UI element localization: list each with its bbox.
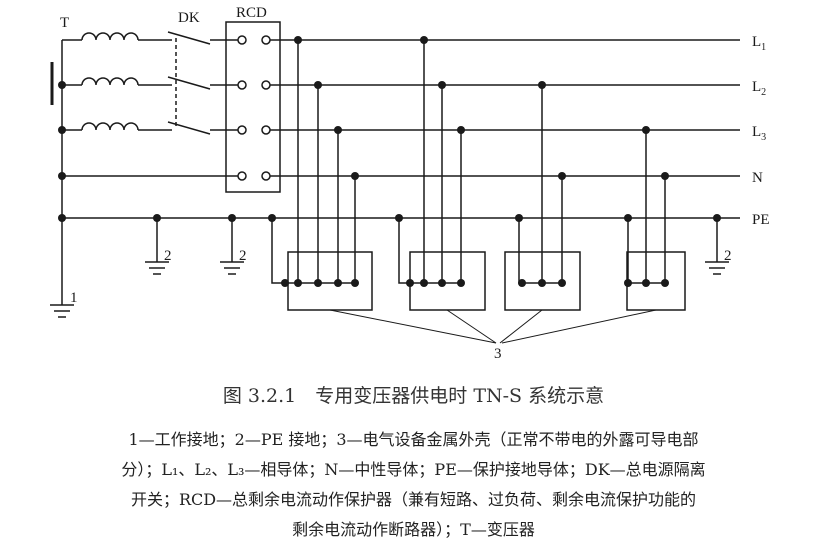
junction-dots (58, 36, 721, 287)
legend-line: 分）；L₁、L₂、L₃—相导体；N—中性导体；PE—保护接地导体；DK—总电源隔… (121, 460, 706, 479)
legend-line: 剩余电流动作断路器）；T—变压器 (292, 520, 535, 539)
rcd-box (225, 21, 281, 193)
pe-ground-b (220, 218, 244, 275)
equipment-enclosure-4 (626, 130, 686, 311)
label-l2: L2 (752, 79, 766, 98)
tn-s-system-diagram: T DK RCD L1 L2 L3 N PE 1 2 2 2 3 (50, 5, 770, 362)
dk-isolating-switch (167, 31, 238, 135)
enclosure-leader-lines (329, 309, 657, 344)
label-switch: DK (178, 10, 200, 26)
label-pe: PE (752, 212, 770, 228)
label-l3: L3 (752, 124, 766, 143)
label-l1: L1 (752, 34, 766, 53)
label-rcd: RCD (236, 5, 267, 21)
label-enclosure: 3 (494, 346, 502, 362)
legend-line: 1—工作接地；2—PE 接地；3—电气设备金属外壳（正常不带电的外露可导电部 (128, 430, 699, 449)
label-neutral: N (752, 170, 763, 186)
label-transformer: T (60, 15, 69, 31)
label-working-ground: 1 (70, 290, 78, 306)
transformer-coil-l3 (81, 122, 139, 131)
transformer-coil-l2 (81, 77, 139, 86)
figure-caption: 图 3.2.1 专用变压器供电时 TN-S 系统示意 (222, 385, 605, 407)
rcd-contacts (237, 35, 271, 181)
label-pe-ground-c: 2 (724, 248, 732, 264)
equipment-enclosure-1 (271, 40, 373, 311)
figure-legend: 1—工作接地；2—PE 接地；3—电气设备金属外壳（正常不带电的外露可导电部 分… (0, 425, 827, 545)
equipment-enclosure-2 (398, 40, 486, 311)
legend-line: 开关；RCD—总剩余电流动作保护器（兼有短路、过负荷、剩余电流保护功能的 (130, 490, 697, 509)
transformer-coil-l1 (81, 32, 139, 41)
equipment-enclosure-3 (504, 85, 581, 311)
working-ground (50, 304, 74, 318)
pe-ground-a (145, 218, 169, 275)
pe-ground-c (705, 218, 729, 275)
label-pe-ground-a: 2 (164, 248, 172, 264)
label-pe-ground-b: 2 (239, 248, 247, 264)
